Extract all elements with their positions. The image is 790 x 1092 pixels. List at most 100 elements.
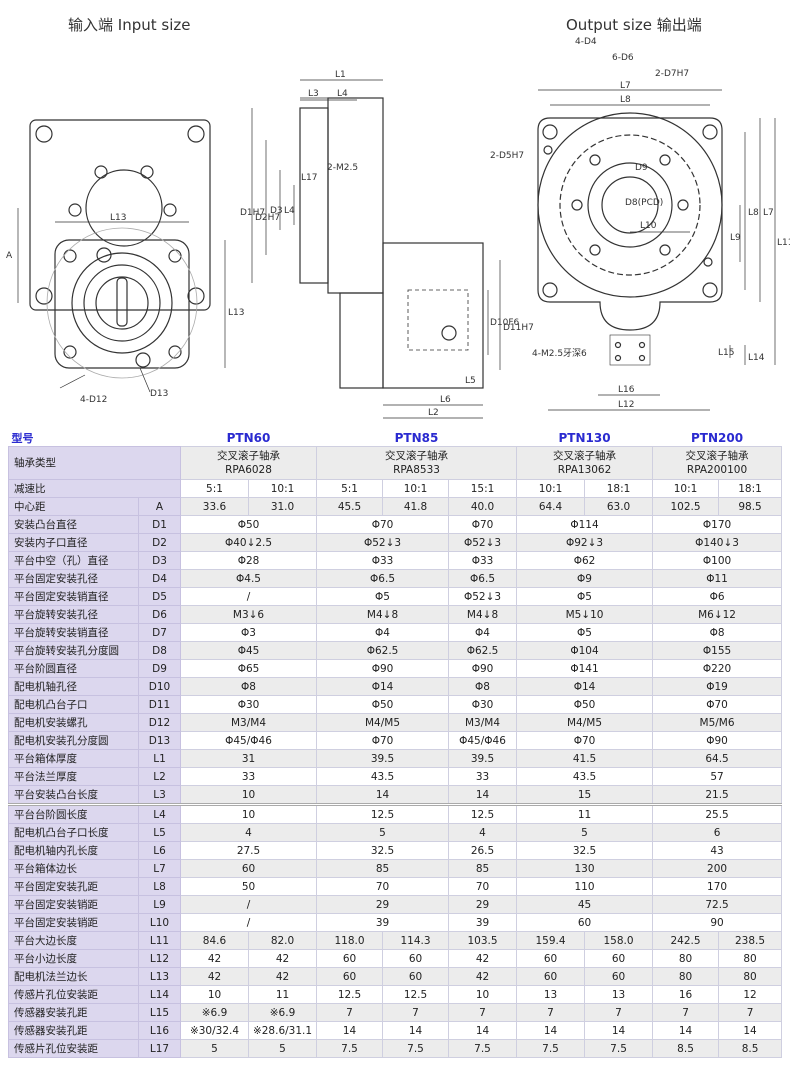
value-cell: 114.3 (382, 931, 450, 950)
value-cell: ※6.9 (247, 1003, 318, 1022)
value-cell: 12 (718, 985, 783, 1004)
value-cell: 60 (516, 913, 654, 932)
value-cell: Φ220 (652, 659, 783, 678)
value-cell: 32.5 (516, 841, 654, 860)
row-symbol: L17 (138, 1039, 181, 1058)
value-cell: 10 (180, 985, 249, 1004)
row-label: 平台固定安装孔距 (8, 877, 139, 896)
value-cell: 8.5 (652, 1039, 720, 1058)
value-cell: Φ4 (316, 623, 450, 642)
value-cell: Φ5 (516, 623, 654, 642)
value-cell: 70 (448, 877, 518, 896)
value-cell: 60 (516, 967, 586, 986)
value-cell: / (179, 913, 318, 932)
input-front-view (17, 119, 226, 393)
value-cell: 12.5 (382, 985, 450, 1004)
value-cell: 102.5 (652, 497, 720, 516)
dim-label: L12 (618, 400, 634, 410)
value-cell: ※6.9 (180, 1003, 249, 1022)
dim-label: L8 (748, 208, 759, 218)
value-cell: Φ30 (448, 695, 518, 714)
value-cell: 10 (448, 985, 518, 1004)
value-cell: 43.5 (316, 767, 450, 786)
ratio-cell: 10:1 (382, 479, 450, 498)
value-cell: 60 (316, 949, 384, 968)
value-cell: 6 (652, 823, 783, 842)
value-cell: 42 (448, 967, 518, 986)
value-cell: 39.5 (448, 749, 518, 768)
value-cell: 63.0 (584, 497, 654, 516)
dim-label: 2-D7H7 (655, 69, 689, 79)
value-cell: Φ8 (448, 677, 518, 696)
value-cell: Φ92↓3 (516, 533, 654, 552)
value-cell: Φ33 (316, 551, 450, 570)
value-cell: Φ11 (652, 569, 783, 588)
row-symbol: L2 (138, 767, 181, 786)
drawing-canvas: A L13 L13 4-D12 D13 L1 L3 L4 2-M2.5 L17 … (6, 37, 790, 419)
value-cell: 39 (448, 913, 518, 932)
ratio-cell: 18:1 (584, 479, 654, 498)
dim-label: A (6, 251, 13, 261)
model-header: PTN130 (516, 430, 653, 447)
value-cell: Φ65 (179, 659, 318, 678)
ratio-cell: 10:1 (516, 479, 586, 498)
row-symbol: L16 (138, 1021, 181, 1040)
row-symbol: D10 (138, 677, 181, 696)
value-cell: 130 (516, 859, 654, 878)
value-cell: Φ70 (316, 731, 450, 750)
row-label: 传感片孔位安装距 (8, 985, 139, 1004)
row-symbol: L4 (138, 803, 181, 824)
dim-label: D9 (635, 163, 648, 173)
value-cell: 60 (316, 967, 384, 986)
row-symbol: L9 (138, 895, 181, 914)
value-cell: 33 (179, 767, 318, 786)
value-cell: 26.5 (448, 841, 518, 860)
row-label: 平台安装凸台长度 (8, 785, 139, 805)
value-cell: Φ70 (316, 515, 450, 534)
value-cell: Φ104 (516, 641, 654, 660)
row-symbol: D12 (138, 713, 181, 732)
value-cell: Φ62.5 (448, 641, 518, 660)
value-cell: Φ6 (652, 587, 783, 606)
dim-label: L13 (228, 308, 244, 318)
value-cell: 15 (516, 785, 654, 805)
row-symbol: L3 (138, 785, 181, 805)
value-cell: 45.5 (316, 497, 384, 516)
value-cell: 25.5 (652, 803, 783, 824)
row-symbol: L7 (138, 859, 181, 878)
dim-label: L10 (640, 221, 657, 231)
dim-label: L1 (335, 70, 346, 80)
value-cell: 7.5 (448, 1039, 518, 1058)
value-cell: Φ6.5 (316, 569, 450, 588)
row-label: 配电机凸台子口长度 (8, 823, 139, 842)
value-cell: Φ70 (652, 695, 783, 714)
value-cell: 43 (652, 841, 783, 860)
dim-label: 4-D4 (575, 37, 597, 47)
value-cell: 82.0 (247, 931, 318, 950)
value-cell: 41.8 (382, 497, 450, 516)
value-cell: Φ50 (316, 695, 450, 714)
dim-label: 2-D5H7 (490, 151, 524, 161)
value-cell: 60 (516, 949, 586, 968)
value-cell: Φ28 (179, 551, 318, 570)
ratio-cell: 10:1 (652, 479, 720, 498)
dim-label: L17 (301, 173, 317, 183)
value-cell: 29 (448, 895, 518, 914)
value-cell: M3↓6 (179, 605, 318, 624)
row-symbol: D11 (138, 695, 181, 714)
value-cell: 7 (652, 1003, 720, 1022)
value-cell: 10 (179, 785, 318, 805)
row-symbol: D7 (138, 623, 181, 642)
